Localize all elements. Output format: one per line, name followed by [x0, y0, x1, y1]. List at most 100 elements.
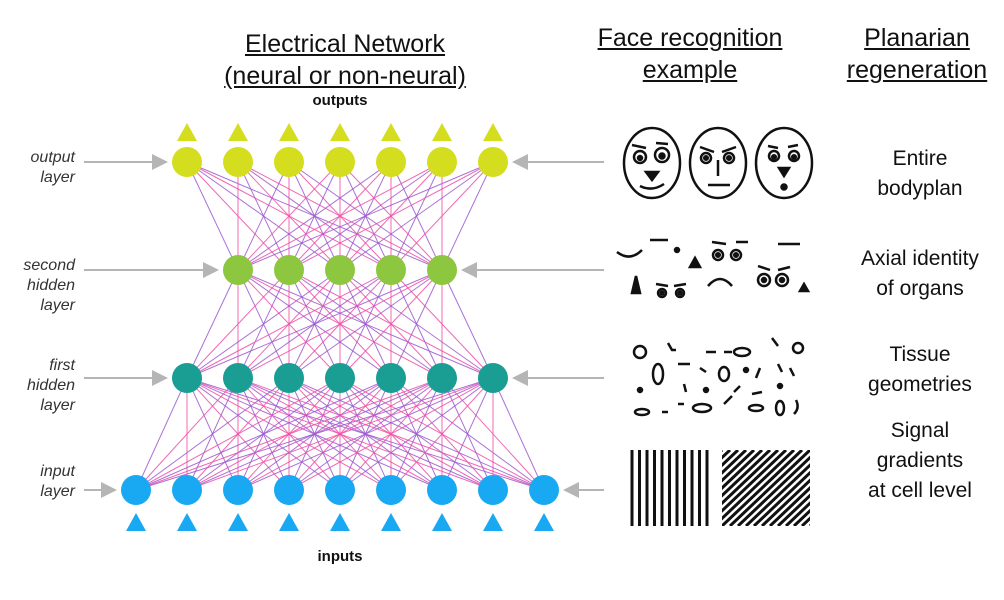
diagonal-stripes	[722, 450, 954, 526]
output-triangle	[381, 123, 401, 141]
second-hidden-node	[376, 255, 406, 285]
network-edge	[339, 377, 494, 491]
stripe	[776, 493, 810, 526]
stripe	[722, 450, 780, 506]
input-triangle	[279, 513, 299, 531]
stripe	[784, 501, 810, 526]
stripe	[752, 470, 810, 526]
network-edge	[186, 377, 494, 491]
network-edge	[237, 161, 443, 271]
input-node	[478, 475, 508, 505]
input-node	[529, 475, 559, 505]
input-triangle	[228, 513, 248, 531]
face-icon	[754, 126, 814, 200]
stripe	[722, 450, 788, 513]
input-triangle	[432, 513, 452, 531]
input-node	[325, 475, 355, 505]
network-edge	[441, 269, 494, 379]
output-node	[223, 147, 253, 177]
label-line: Signal	[890, 419, 950, 442]
network-edge	[135, 377, 341, 491]
input-triangle	[534, 513, 554, 531]
network-edge	[186, 269, 392, 379]
network-edge	[390, 377, 494, 491]
label-line: Entire	[892, 147, 948, 170]
stripe	[722, 450, 796, 521]
stripe	[850, 450, 930, 526]
stripe	[858, 450, 938, 526]
stripe	[722, 450, 756, 483]
stripe	[736, 455, 810, 526]
stripe	[728, 450, 810, 526]
stripe	[744, 463, 810, 526]
stripe	[874, 450, 954, 526]
face-icon	[688, 126, 748, 200]
label-line: layer	[40, 483, 75, 500]
face-icon	[622, 126, 682, 200]
network-edge	[135, 377, 443, 491]
axial-identity-label: Axial identity of organs	[835, 244, 1004, 304]
label-line: layer	[40, 169, 75, 186]
input-node	[121, 475, 151, 505]
label-line: at cell level	[868, 479, 972, 502]
input-triangle	[126, 513, 146, 531]
network-edge	[135, 377, 290, 491]
network-edge	[186, 269, 290, 379]
network-edge	[288, 377, 494, 491]
network-edge	[237, 161, 494, 271]
first-hidden-node	[223, 363, 253, 393]
stripe	[826, 450, 906, 526]
output-triangle	[483, 123, 503, 141]
input-triangle	[483, 513, 503, 531]
output-triangle	[279, 123, 299, 141]
network-edge	[390, 161, 494, 271]
tissue-geometries-label: Tissue geometries	[835, 340, 1004, 400]
header-line: (neural or non-neural)	[224, 62, 466, 90]
network-edge	[288, 161, 494, 271]
vertical-stripes	[630, 450, 709, 526]
header-line: example	[642, 56, 738, 84]
label-line: layer	[40, 397, 75, 414]
network-edge	[390, 269, 443, 379]
network-nodes	[121, 147, 559, 505]
layer-arrows	[84, 154, 604, 498]
first-hidden-node	[376, 363, 406, 393]
header-line: regeneration	[846, 56, 988, 84]
first-hidden-layer-label: first hidden layer	[0, 356, 75, 416]
label-line: geometries	[868, 373, 972, 396]
network-edge	[237, 161, 392, 271]
first-hidden-node	[427, 363, 457, 393]
label-line: hidden	[26, 277, 75, 294]
label-line: layer	[40, 297, 75, 314]
face-icons	[622, 126, 814, 200]
stripe	[722, 450, 764, 491]
stripe	[722, 450, 740, 468]
network-edge	[186, 269, 239, 379]
output-triangle	[177, 123, 197, 141]
stripe	[768, 485, 810, 526]
first-hidden-node	[274, 363, 304, 393]
output-node	[172, 147, 202, 177]
first-hidden-node	[172, 363, 202, 393]
second-hidden-node	[325, 255, 355, 285]
input-triangle	[177, 513, 197, 531]
output-node	[325, 147, 355, 177]
label-line: Tissue	[889, 343, 951, 366]
network-edge	[441, 377, 494, 491]
stripe	[818, 450, 898, 526]
label-line: hidden	[26, 377, 75, 394]
output-triangle	[432, 123, 452, 141]
header-planarian-regeneration: Planarian regeneration	[842, 22, 992, 86]
network-edge	[237, 269, 443, 379]
header-line: Face recognition	[597, 24, 783, 52]
input-triangle	[330, 513, 350, 531]
network-edge	[339, 161, 494, 271]
first-hidden-node	[478, 363, 508, 393]
inputs-label: inputs	[317, 548, 363, 565]
stripe	[800, 516, 810, 526]
network-edge	[186, 269, 443, 379]
tissue-fragments	[632, 337, 805, 417]
input-node	[223, 475, 253, 505]
label-line: bodyplan	[877, 177, 963, 200]
network-edge	[135, 377, 392, 491]
